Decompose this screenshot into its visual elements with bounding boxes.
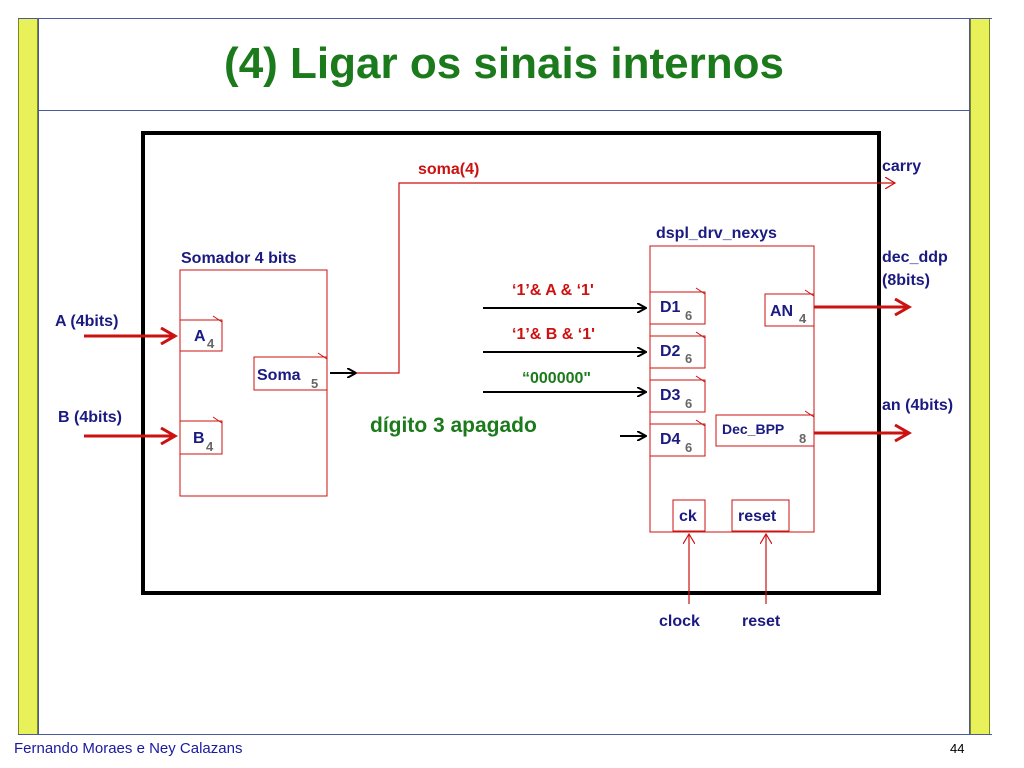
port-b-label: B xyxy=(193,430,205,447)
port-a-box xyxy=(179,319,223,352)
port-d4-box xyxy=(649,423,706,457)
port-decbpp-width: 8 xyxy=(799,431,806,446)
footer-author: Fernando Moraes e Ney Calazans xyxy=(14,740,243,757)
port-d2-box xyxy=(649,335,706,369)
digit3-note: dígito 3 apagado xyxy=(370,414,537,437)
display-title: dspl_drv_nexys xyxy=(656,225,777,242)
port-d3-box xyxy=(649,379,706,413)
port-d3-width: 6 xyxy=(685,396,692,411)
clock-label: clock xyxy=(659,613,700,630)
frame-bottom-line xyxy=(18,734,992,735)
port-a-label: A xyxy=(194,328,206,345)
port-d3-label: D3 xyxy=(660,387,681,404)
an-out-label: an (4bits) xyxy=(882,397,953,414)
carry-label: carry xyxy=(882,158,921,175)
port-d4-label: D4 xyxy=(660,431,681,448)
slide-title: (4) Ligar os sinais internos xyxy=(224,39,784,88)
port-d2-label: D2 xyxy=(660,343,681,360)
port-d1-tick xyxy=(695,287,706,295)
port-decbpp-tick xyxy=(804,410,815,418)
port-a-tick xyxy=(212,315,223,323)
port-soma-width: 5 xyxy=(311,376,318,391)
port-ck-box xyxy=(672,499,706,532)
port-an-tick xyxy=(804,289,815,297)
port-d4-width: 6 xyxy=(685,440,692,455)
frame-left-line xyxy=(38,18,39,735)
port-d1-label: D1 xyxy=(660,299,681,316)
d1-expr-label: ‘1’& A & ‘1' xyxy=(512,282,594,299)
port-d2-tick xyxy=(695,331,706,339)
port-b-tick xyxy=(212,416,223,424)
port-d1-width: 6 xyxy=(685,308,692,323)
frame-top-line xyxy=(18,18,992,19)
port-reset-label: reset xyxy=(738,508,777,525)
port-soma-label: Soma xyxy=(257,367,301,384)
frame-right-line xyxy=(969,18,970,735)
d3-expr-label: “000000" xyxy=(522,370,591,387)
page-number: 44 xyxy=(950,741,965,756)
port-a-width: 4 xyxy=(207,336,215,351)
port-soma-box xyxy=(253,356,328,391)
title-divider xyxy=(38,110,970,111)
port-b-width: 4 xyxy=(206,439,214,454)
reset-label: reset xyxy=(742,613,781,630)
port-an-label: AN xyxy=(770,303,793,320)
dec-ddp-label: dec_ddp xyxy=(882,249,948,266)
dec-ddp-width-label: (8bits) xyxy=(882,272,930,289)
port-an-box xyxy=(764,293,815,327)
input-a-label: A (4bits) xyxy=(55,313,118,330)
carry-wire xyxy=(356,183,895,374)
port-d4-tick xyxy=(695,419,706,427)
port-d3-tick xyxy=(695,375,706,383)
port-d2-width: 6 xyxy=(685,351,692,366)
top-entity-box xyxy=(141,131,881,595)
d2-expr-label: ‘1’& B & ‘1' xyxy=(512,326,595,343)
port-decbpp-box xyxy=(715,414,815,447)
input-b-label: B (4bits) xyxy=(58,409,122,426)
port-ck-label: ck xyxy=(679,508,697,525)
somador-title: Somador 4 bits xyxy=(181,250,297,267)
port-decbpp-label: Dec_BPP xyxy=(722,421,784,437)
port-reset-box xyxy=(731,499,790,532)
soma4-label: soma(4) xyxy=(418,161,479,178)
port-soma-tick xyxy=(317,352,328,360)
port-an-width: 4 xyxy=(799,311,807,326)
port-b-box xyxy=(179,420,223,455)
port-d1-box xyxy=(649,291,706,325)
